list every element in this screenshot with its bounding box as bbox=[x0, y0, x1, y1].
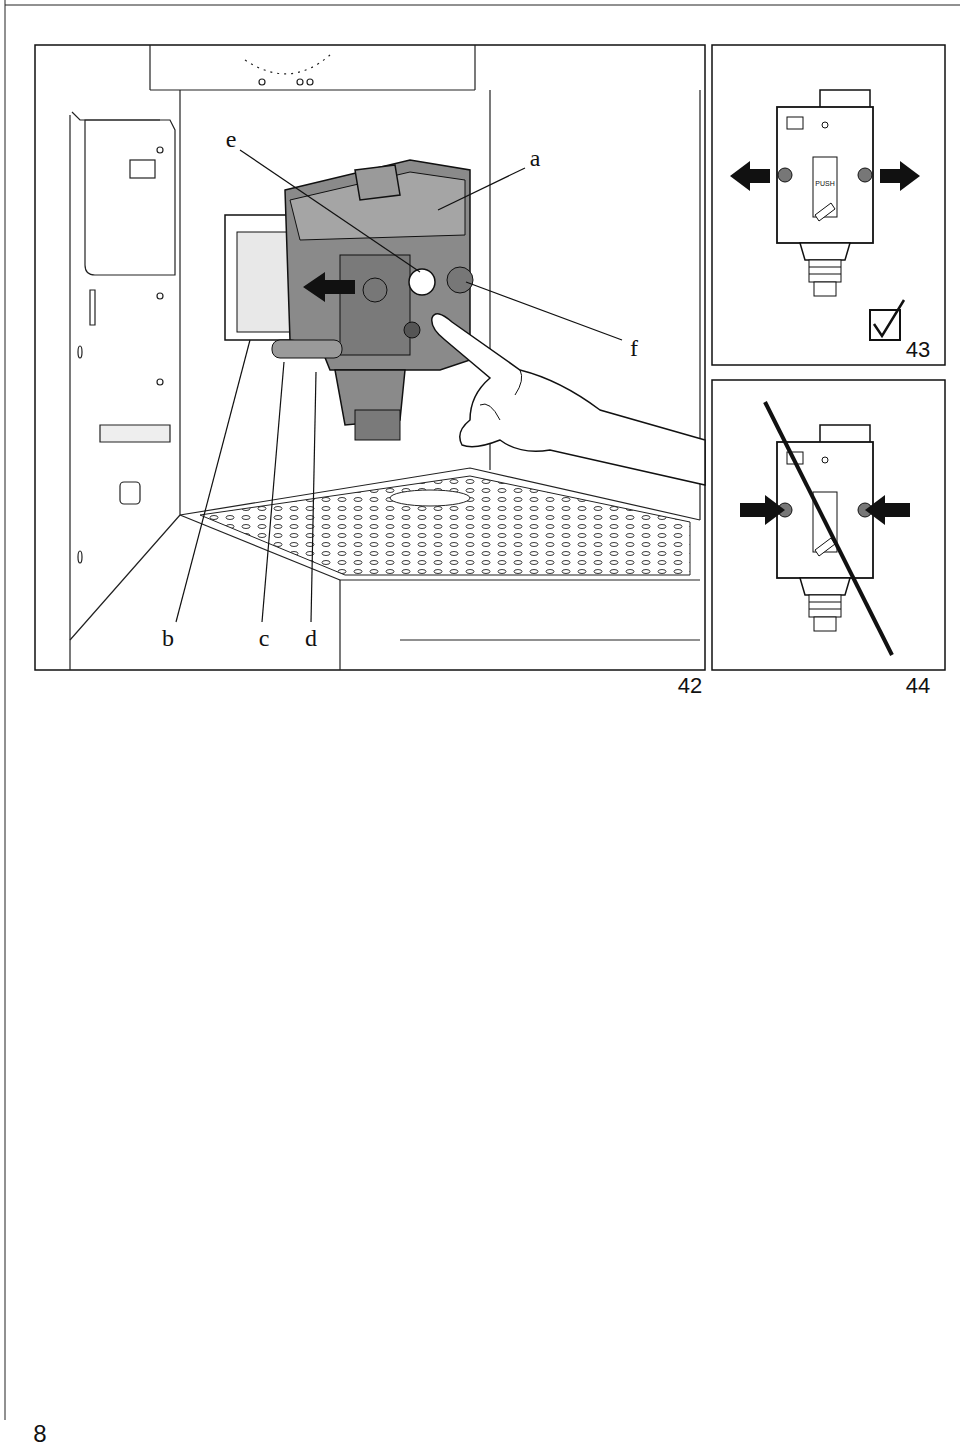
callout-letter: b bbox=[162, 626, 174, 650]
figure-number: 44 bbox=[906, 675, 930, 697]
button-label: PUSH bbox=[815, 180, 834, 187]
page-number: 8 bbox=[33, 1422, 46, 1446]
figure-number: 42 bbox=[678, 675, 702, 697]
callout-letter: a bbox=[530, 146, 541, 170]
callout-letter: f bbox=[630, 336, 638, 360]
figure-number: 43 bbox=[906, 339, 930, 361]
callout-letter: e bbox=[226, 127, 237, 151]
callout-letter: c bbox=[259, 626, 270, 650]
callout-letter: d bbox=[305, 626, 317, 650]
